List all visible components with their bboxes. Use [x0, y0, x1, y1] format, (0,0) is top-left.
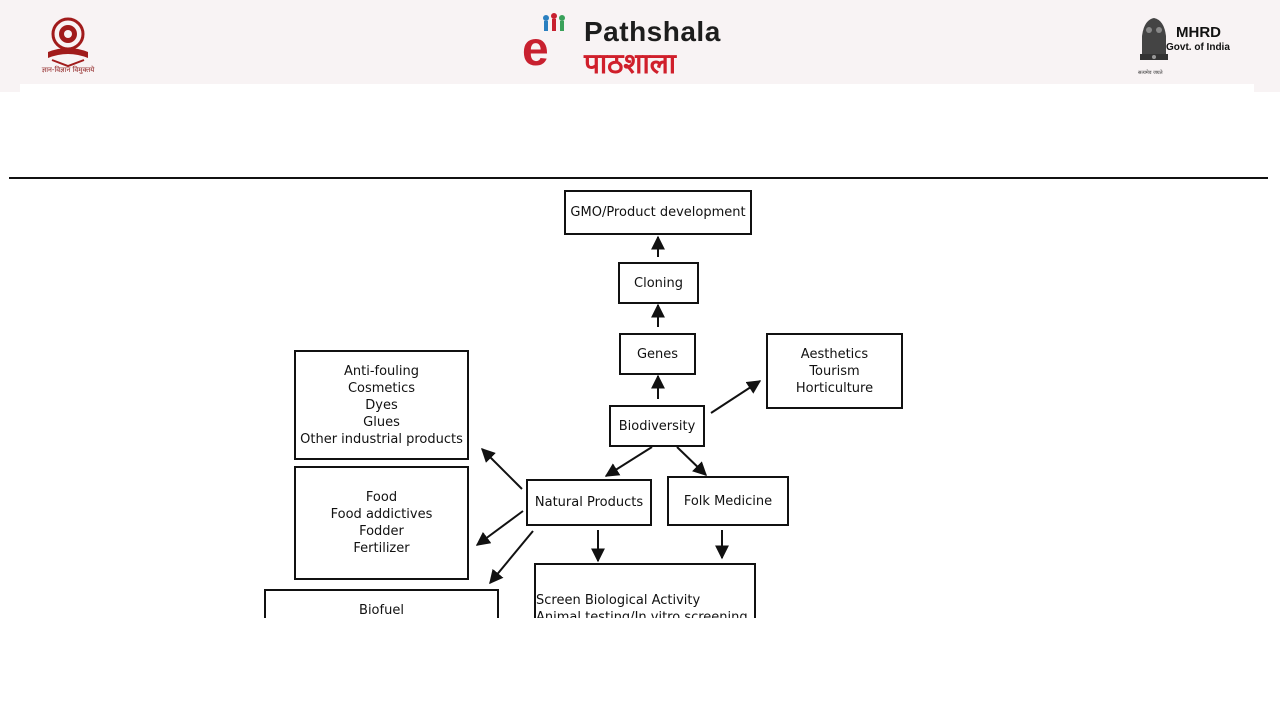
header-bar: ज्ञान-विज्ञान विमुक्तये e Pathshala पाठश…	[0, 0, 1280, 92]
node-aesthetics-line: Horticulture	[795, 380, 874, 396]
node-industrial: Anti-fouling Cosmetics Dyes Glues Other …	[294, 350, 469, 460]
emblem-icon	[48, 17, 88, 68]
node-industrial-line: Cosmetics	[347, 380, 416, 396]
node-genes: Genes	[619, 333, 696, 375]
node-screen-line: Screen Biological Activity	[536, 593, 701, 608]
arrow-natural-industrial	[481, 448, 523, 490]
people-icon	[543, 13, 565, 31]
arrow-natural-biofuel	[489, 530, 534, 585]
node-industrial-line: Dyes	[365, 397, 398, 413]
biodiversity-diagram: GMO/Product development Cloning Genes Ae…	[264, 190, 903, 618]
arrow-natural-food	[475, 510, 524, 546]
node-food: Food Food addictives Fodder Fertilizer	[294, 466, 469, 580]
mhrd-subtitle: Govt. of India	[1166, 42, 1230, 53]
node-food-line: Food	[365, 490, 398, 505]
node-industrial-line: Other industrial products	[300, 431, 463, 447]
node-industrial-line: Anti-fouling	[343, 363, 420, 379]
node-aesthetics: Aesthetics Tourism Horticulture	[766, 333, 903, 409]
node-food-line: Food addictives	[330, 507, 433, 522]
node-aesthetics-line: Aesthetics	[800, 346, 869, 362]
brand-name-hindi: पाठशाला	[584, 47, 676, 80]
node-cloning: Cloning	[618, 262, 699, 304]
mhrd-logo: MHRD Govt. of India सत्यमेव जयते	[1134, 14, 1254, 82]
node-screen: Screen Biological Activity Animal testin…	[534, 563, 756, 618]
horizontal-divider	[9, 177, 1268, 179]
brand-e-letter: e	[522, 23, 549, 76]
node-aesthetics-line: Tourism	[809, 363, 860, 379]
mhrd-motto: सत्यमेव जयते	[1138, 70, 1163, 76]
node-natural-products: Natural Products	[526, 479, 652, 526]
mhrd-title: MHRD	[1176, 24, 1221, 41]
arrow-biodiversity-natural	[604, 446, 653, 477]
node-food-line: Fodder	[359, 524, 404, 539]
brand-name-english: Pathshala	[584, 16, 721, 47]
node-folk-medicine: Folk Medicine	[667, 476, 789, 526]
header-bottom-strip	[20, 84, 1254, 92]
national-emblem-icon	[1140, 18, 1168, 60]
node-biofuel: Biofuel	[264, 589, 499, 618]
diagram-arrows	[475, 235, 762, 585]
node-biodiversity: Biodiversity	[609, 405, 705, 447]
node-industrial-line: Glues	[363, 414, 400, 430]
epathshala-logo: e Pathshala पाठशाला	[522, 12, 752, 82]
node-screen-line: Animal testing/In vitro screening	[536, 610, 748, 618]
ugc-logo: ज्ञान-विज्ञान विमुक्तये	[36, 14, 100, 80]
node-food-line: Fertilizer	[353, 541, 410, 556]
node-gmo: GMO/Product development	[564, 190, 752, 235]
logo-tagline: ज्ञान-विज्ञान विमुक्तये	[41, 66, 95, 74]
arrow-biodiversity-folk	[676, 446, 708, 476]
arrow-biodiversity-aesthetics	[710, 380, 762, 414]
